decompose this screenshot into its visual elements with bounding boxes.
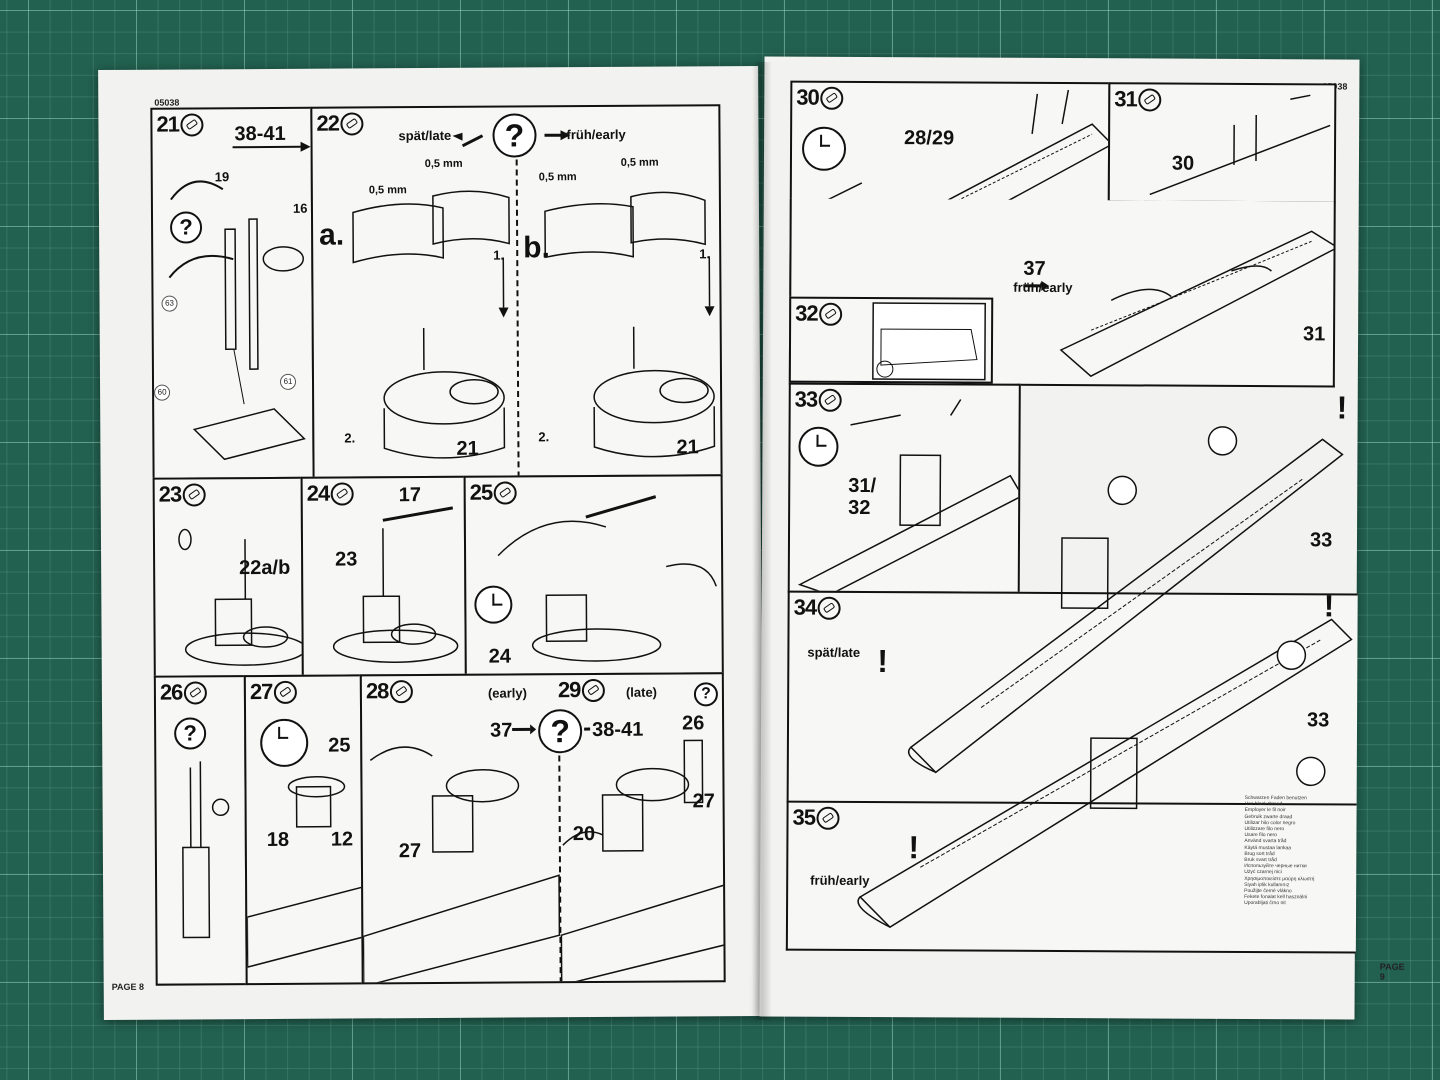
step-32-panel: 32 [788, 296, 994, 384]
step-31-detail-panel: 37 früh/early 31 [788, 198, 1336, 388]
step-28-29-drawing [362, 724, 726, 985]
step-31-detail-drawing [1023, 230, 1336, 378]
step-24-panel: 24 17 23 [300, 475, 467, 677]
page-number: PAGE 9 [1379, 961, 1405, 982]
submarine-drawings [857, 426, 1353, 929]
part-label: 16 [292, 200, 308, 216]
step-24-drawing [332, 506, 459, 663]
step-21-panel: 21 38-41 19 ? 16 63 60 61 [150, 106, 315, 480]
part-label: 61 [279, 373, 297, 390]
part-label: 19 [214, 169, 230, 185]
instruction-page-9: 05038 PAGE 9 30 28/29 31 30 37 früh/earl… [759, 56, 1405, 1020]
step-31-panel: 31 30 [1107, 82, 1337, 204]
step-21-drawing [168, 141, 311, 461]
step-26-panel: 26 ? [153, 675, 248, 986]
step-31-drawing [1149, 94, 1331, 196]
step-22-drawing [352, 130, 716, 459]
part-label: 60 [154, 384, 171, 401]
step-27-panel: 27 25 18 12 [243, 674, 364, 986]
step-25-drawing [497, 495, 717, 662]
part-label: 63 [161, 295, 178, 312]
step-22-panel: 22 spät/late ? früh/early 0,5 mm 0,5 mm … [310, 104, 723, 479]
page-code: 05038 [154, 97, 180, 108]
step-32-drawing [872, 302, 986, 381]
step-25-panel: 25 24 [463, 474, 724, 676]
page-number: PAGE 8 [111, 981, 145, 992]
step-23-panel: 23 22a/b [152, 476, 304, 678]
page-fold [752, 62, 772, 1020]
instruction-page-8: 05038 PAGE 8 21 38-41 19 ? 16 63 60 61 2… [98, 65, 764, 1021]
question-icon: ? [169, 211, 203, 244]
step-23-drawing [178, 528, 304, 666]
step-28-29-panel: 28 (early) 29 (late) 37 ? 38-41 ? 26 27 … [359, 672, 726, 985]
step-26-drawing [182, 761, 230, 939]
step-27-drawing [246, 775, 364, 969]
